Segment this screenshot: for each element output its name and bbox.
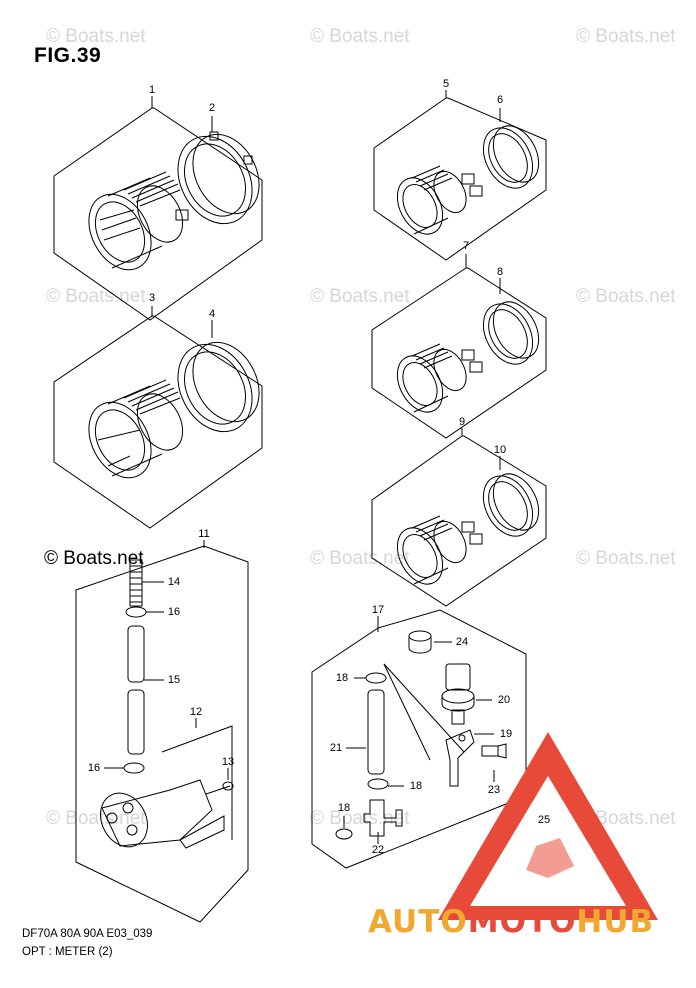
callout-15: 15 <box>167 674 181 686</box>
group-box-5-6 <box>373 90 547 261</box>
callout-20: 20 <box>497 694 511 706</box>
callout-11: 11 <box>198 528 210 540</box>
brand-part-2: MOTO <box>467 904 577 940</box>
callout-7: 7 <box>462 240 470 252</box>
gauge-small-5 <box>396 165 483 235</box>
watermark: © Boats.net <box>576 548 676 569</box>
callout-10: 10 <box>493 444 507 456</box>
group-box-7-8 <box>371 254 547 439</box>
callout-18: 18 <box>337 802 351 814</box>
brand-wordmark: AUTOMOTOHUB <box>368 904 654 940</box>
callout-4: 4 <box>208 308 216 320</box>
bezel-ring-6 <box>482 125 540 189</box>
hose-parts <box>100 559 234 849</box>
callout-16: 16 <box>167 606 181 618</box>
callout-9: 9 <box>458 416 466 428</box>
watermark: © Boats.net <box>576 26 676 47</box>
gauge-large-3 <box>88 379 184 479</box>
bezel-ring-10 <box>482 473 540 537</box>
callout-21: 21 <box>329 742 343 754</box>
callout-16: 16 <box>87 762 101 774</box>
brand-part-3: HUB <box>576 904 655 940</box>
callout-12: 12 <box>189 706 203 718</box>
bezel-ring-4 <box>177 341 260 433</box>
diagram-code: DF70A 80A 90A E03_039 <box>22 928 153 940</box>
group-box-17 <box>311 609 527 869</box>
bezel-ring-2 <box>177 131 260 225</box>
callout-1: 1 <box>148 84 156 96</box>
bezel-ring-8 <box>482 301 540 365</box>
figure-title: FIG.39 <box>34 44 102 67</box>
watermark: © Boats.net <box>576 286 676 307</box>
callout-24: 24 <box>455 636 469 648</box>
brand-part-1: AUTO <box>368 904 468 940</box>
callout-22: 22 <box>371 844 385 856</box>
callout-23: 23 <box>487 784 501 796</box>
callout-25: 25 <box>537 814 551 826</box>
brand-logo-triangle <box>438 732 658 920</box>
callout-2: 2 <box>208 102 216 114</box>
callout-13: 13 <box>221 756 235 768</box>
watermark: © Boats.net <box>46 286 146 307</box>
callout-14: 14 <box>167 576 181 588</box>
group-box-3-4 <box>53 306 263 529</box>
watermark: © Boats.net <box>310 286 410 307</box>
callout-3: 3 <box>148 292 156 304</box>
gauge-small-9 <box>396 515 483 585</box>
gauge-large-1 <box>88 171 189 271</box>
group-box-1-2 <box>53 96 263 321</box>
watermark: © Boats.net <box>46 26 146 47</box>
callout-18: 18 <box>335 672 349 684</box>
watermark: © Boats.net <box>46 808 146 829</box>
callout-17: 17 <box>371 604 385 616</box>
watermark-prominent: © Boats.net <box>44 548 144 569</box>
group-box-11 <box>75 540 249 923</box>
group-box-9-10 <box>371 428 547 607</box>
callout-5: 5 <box>442 78 450 90</box>
diagram-caption: OPT : METER (2) <box>22 946 113 958</box>
gauge-small-7 <box>396 343 483 413</box>
watermark: © Boats.net <box>310 26 410 47</box>
watermark: © Boats.net <box>310 808 410 829</box>
callout-6: 6 <box>496 94 504 106</box>
callout-19: 19 <box>499 728 513 740</box>
callout-8: 8 <box>496 266 504 278</box>
watermark: © Boats.net <box>310 548 410 569</box>
callout-18: 18 <box>409 780 423 792</box>
